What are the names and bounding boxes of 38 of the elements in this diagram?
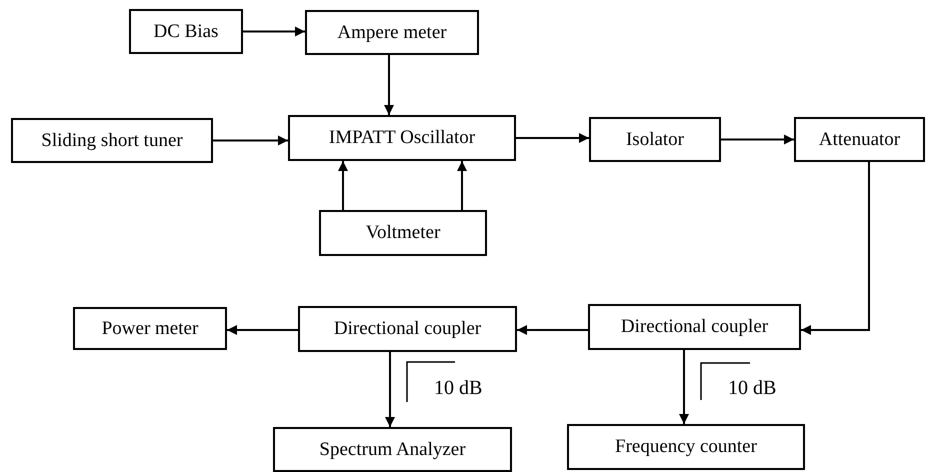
box-label: Isolator xyxy=(626,128,684,150)
box-label: IMPATT Oscillator xyxy=(328,127,476,149)
arrow xyxy=(243,26,305,36)
box-label: Attenuator xyxy=(818,128,900,150)
box-label: Sliding short tuner xyxy=(41,130,183,152)
arrow xyxy=(385,352,395,427)
arrow xyxy=(213,136,288,146)
box-label: Directional coupler xyxy=(620,316,768,338)
box-label: DC Bias xyxy=(154,20,218,42)
arrow xyxy=(516,133,589,143)
box-label: Voltmeter xyxy=(366,222,440,244)
coupling-value: 10 dB xyxy=(728,377,776,400)
box-label: Power meter xyxy=(102,318,198,340)
arrow xyxy=(338,161,348,210)
process-box xyxy=(588,304,801,350)
process-box xyxy=(794,117,925,162)
arrow xyxy=(457,161,467,210)
process-box xyxy=(319,210,487,256)
arrow xyxy=(801,162,870,335)
box-label: Directional coupler xyxy=(334,318,482,340)
process-box xyxy=(305,10,479,55)
arrow xyxy=(227,325,298,335)
process-box xyxy=(73,307,227,350)
process-box xyxy=(567,424,805,470)
process-box xyxy=(273,427,512,472)
process-box xyxy=(129,9,243,54)
box-label: Ampere meter xyxy=(337,22,447,44)
process-box xyxy=(288,115,516,161)
process-box xyxy=(589,117,721,162)
process-box xyxy=(298,306,517,352)
arrow xyxy=(721,134,794,144)
arrow xyxy=(517,325,588,335)
coupling-value: 10 dB xyxy=(434,377,482,400)
box-label: Spectrum Analyzer xyxy=(319,438,466,460)
arrow xyxy=(679,350,689,424)
process-box xyxy=(11,118,213,163)
box-label: Frequency counter xyxy=(615,436,757,458)
arrow xyxy=(384,55,394,115)
